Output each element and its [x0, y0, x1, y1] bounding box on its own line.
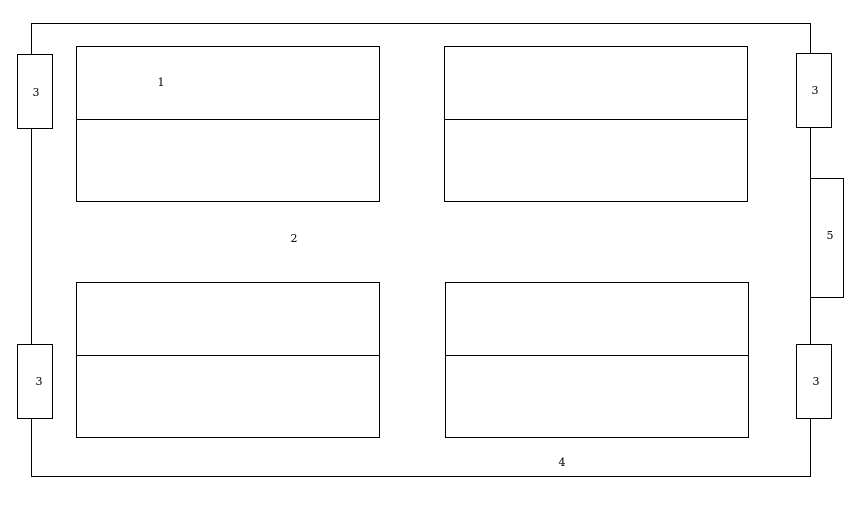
label-brace-top-left: 3 [33, 86, 40, 99]
brace-top-right [796, 53, 832, 128]
side-block [810, 178, 844, 298]
label-frame-bottom: 4 [559, 456, 566, 469]
panel-top-left [76, 46, 380, 202]
panel-top-right [444, 46, 748, 202]
panel-bottom-right [445, 282, 749, 438]
label-panel: 1 [158, 76, 165, 89]
panel-bottom-right-border [445, 282, 749, 438]
label-frame-interior: 2 [291, 232, 298, 245]
brace-top-left [17, 54, 53, 129]
brace-bottom-right [796, 344, 832, 419]
panel-bottom-left-border [76, 282, 380, 438]
panel-top-left-border [76, 46, 380, 202]
brace-bottom-left [17, 344, 53, 419]
panel-bottom-left [76, 282, 380, 438]
label-side-block: 5 [827, 229, 834, 242]
label-brace-top-right: 3 [812, 84, 819, 97]
label-brace-bottom-right: 3 [813, 375, 820, 388]
label-brace-bottom-left: 3 [36, 375, 43, 388]
panel-top-right-border [444, 46, 748, 202]
